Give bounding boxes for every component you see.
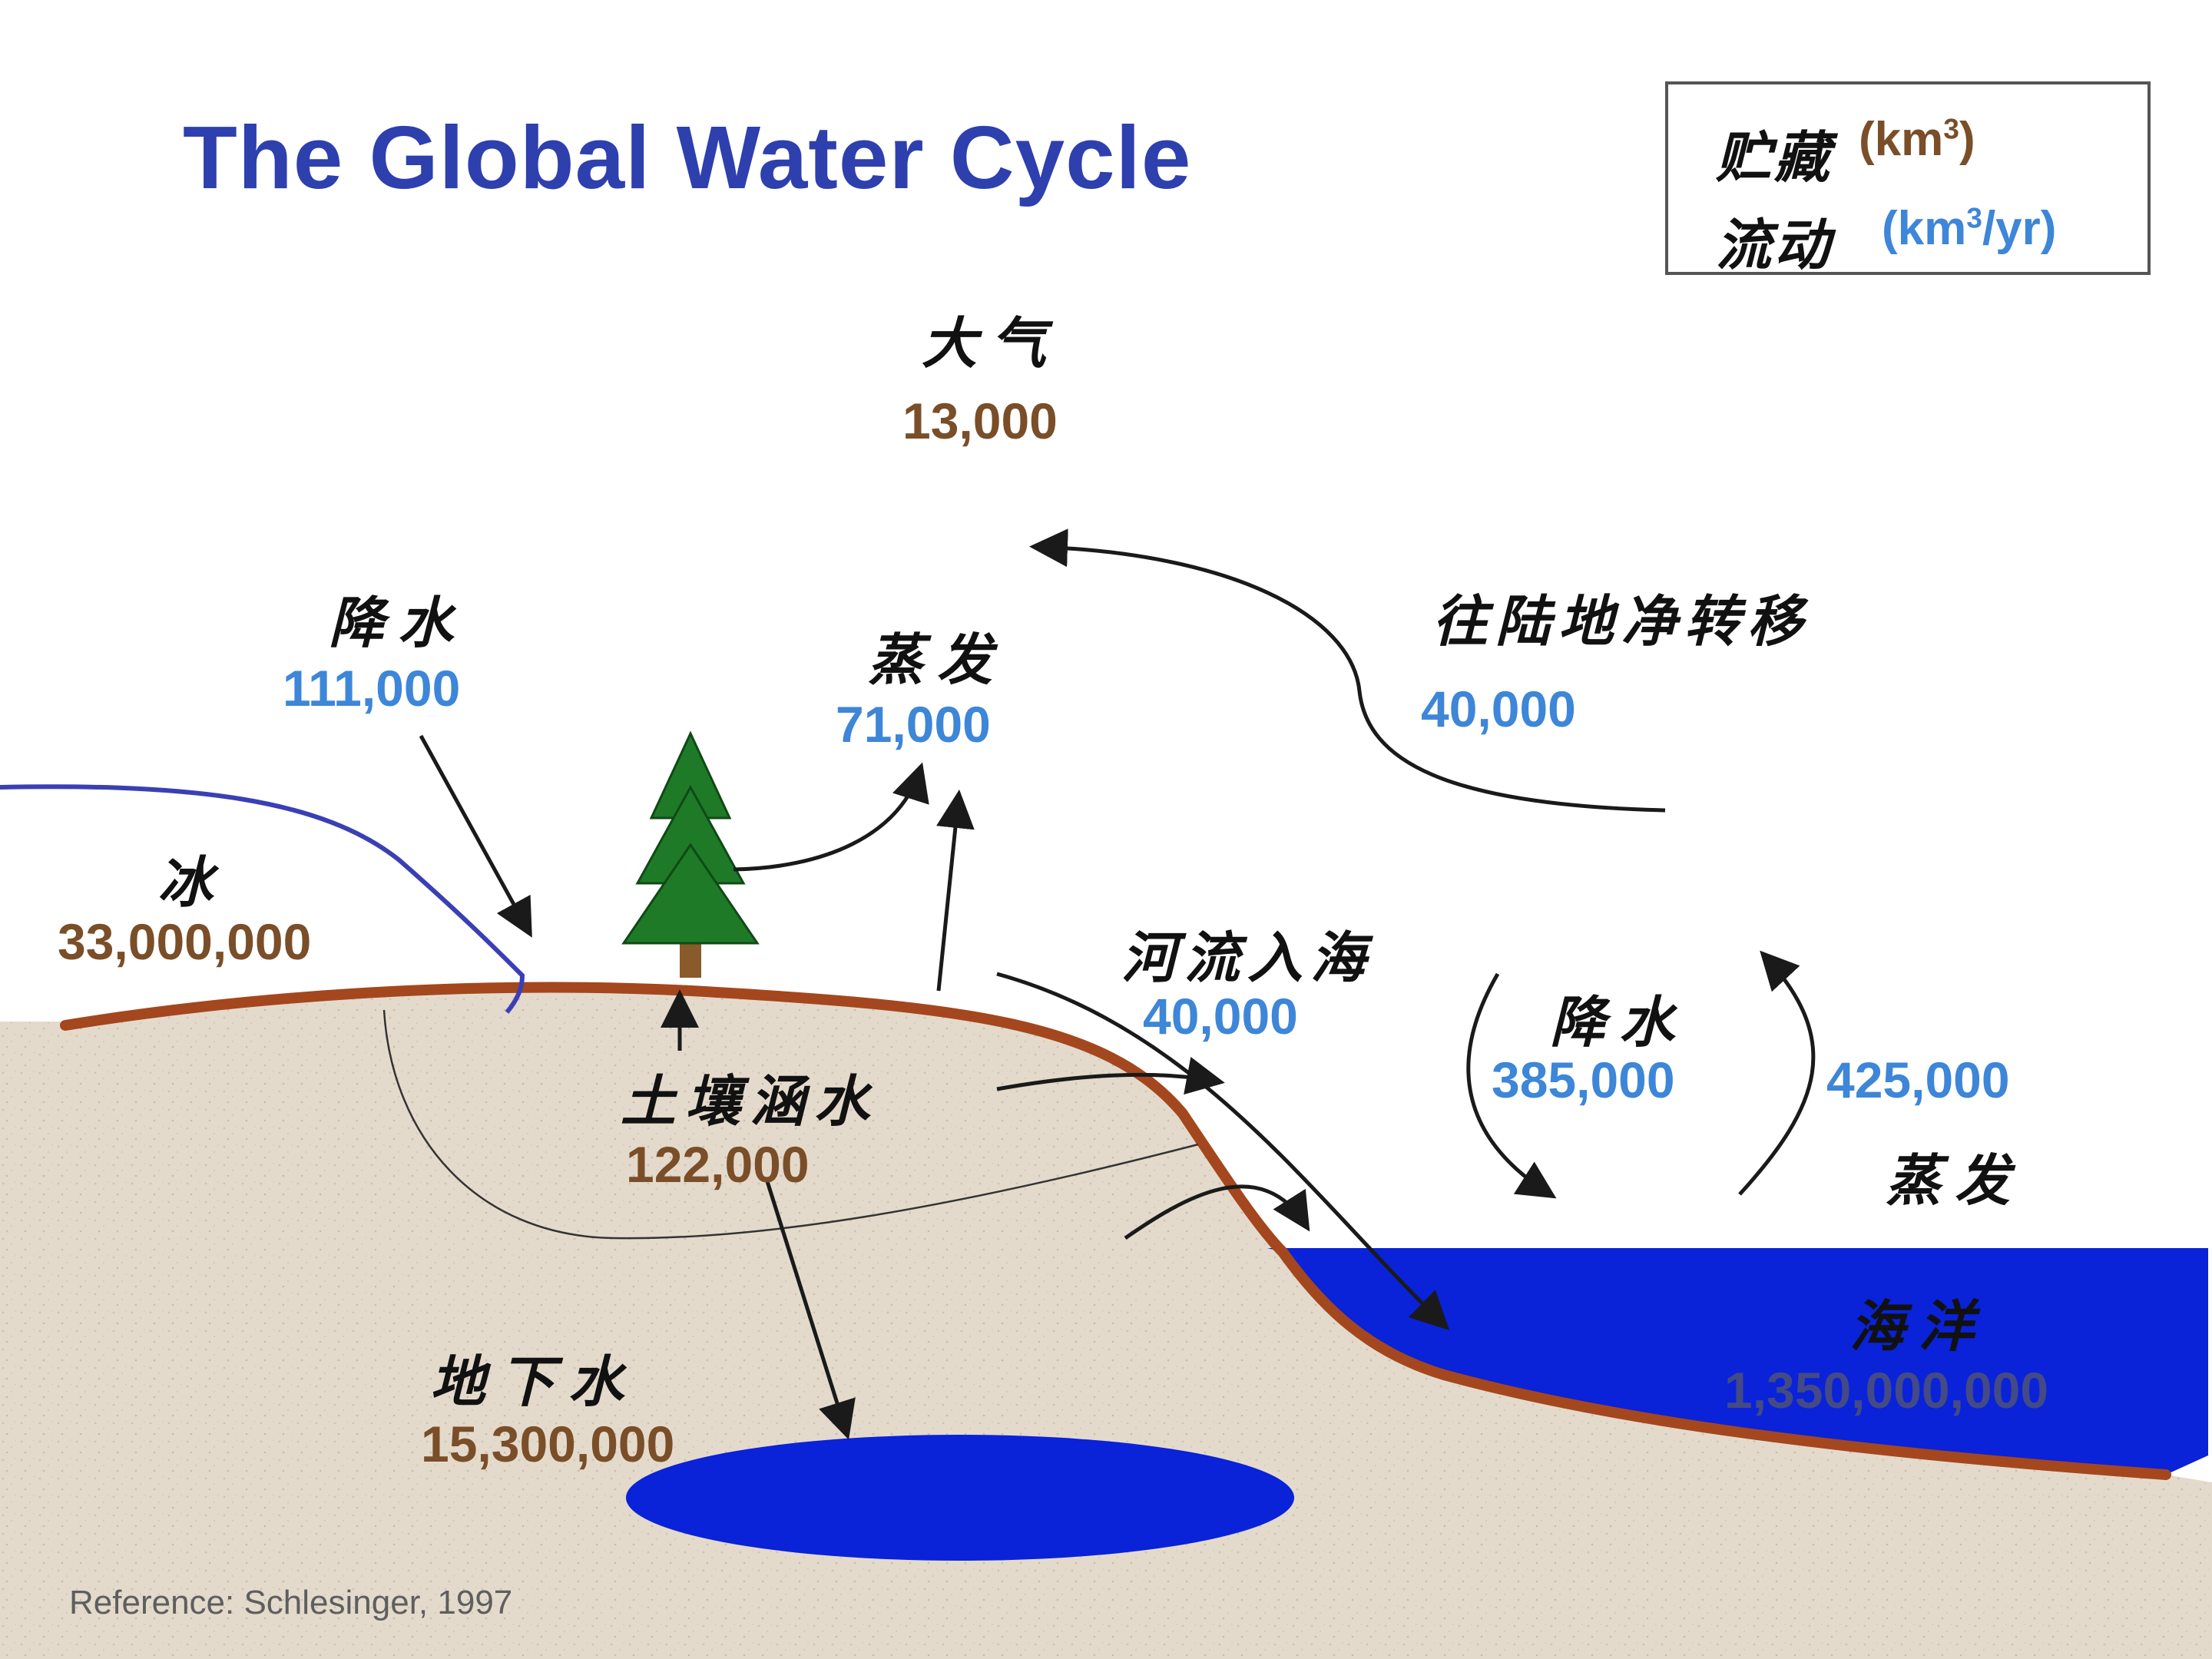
ocean-precipitation-label: 降水 xyxy=(1550,989,1689,1055)
ocean-evaporation-arrow xyxy=(1738,950,1816,1196)
ocean-label: 海洋 xyxy=(1849,1293,1988,1359)
groundwater-value: 15,300,000 xyxy=(421,1416,675,1472)
river-to-ocean-arrow xyxy=(996,972,1450,1330)
atmosphere-value: 13,000 xyxy=(902,392,1058,449)
soil-water-label: 土壤涵水 xyxy=(621,1068,879,1134)
ocean-evaporation-value: 425,000 xyxy=(1826,1051,2010,1108)
soil-surface-line xyxy=(60,982,2171,1480)
subsurface-flow-arrow xyxy=(1124,1184,1310,1240)
tree-icon xyxy=(621,730,760,978)
land-precipitation-value: 111,000 xyxy=(283,660,461,717)
atmosphere-label: 大气 xyxy=(922,310,1061,376)
river-to-ocean-value: 40,000 xyxy=(1143,988,1298,1045)
legend-storage-label: 贮藏 xyxy=(1716,124,1833,190)
page-title: The Global Water Cycle xyxy=(183,108,1192,207)
legend-flux-label: 流动 xyxy=(1716,212,1833,277)
ocean-precipitation-arrow xyxy=(1466,972,1557,1199)
river-to-ocean-label: 河流入海 xyxy=(1121,925,1374,990)
groundwater-lens xyxy=(626,1435,1294,1561)
groundwater-label: 地下水 xyxy=(430,1349,638,1414)
ice-value: 33,000,000 xyxy=(58,913,312,970)
legend-flux-unit: (km3/yr) xyxy=(1882,201,2057,255)
legend: 贮藏 (km3) 流动 (km3/yr) xyxy=(1665,81,2151,277)
reference-citation: Reference: Schlesinger, 1997 xyxy=(69,1584,513,1621)
net-transport-value: 40,000 xyxy=(1421,680,1576,737)
ground xyxy=(0,987,2212,1659)
ocean-body xyxy=(1267,1248,2208,1475)
ocean-evaporation-label: 蒸发 xyxy=(1886,1147,2025,1213)
ocean-precipitation-value: 385,000 xyxy=(1492,1051,1675,1108)
legend-storage-unit: (km3) xyxy=(1859,112,1975,166)
land-precipitation-label: 降水 xyxy=(329,590,468,655)
land-evaporation-arrow xyxy=(936,790,975,992)
ice-sheet-outline xyxy=(0,784,525,1014)
land-precipitation-arrow xyxy=(419,734,532,938)
soil-to-groundwater-arrow xyxy=(764,1178,856,1440)
ocean-value: 1,350,000,000 xyxy=(1724,1362,2049,1419)
soil-water-value: 122,000 xyxy=(626,1136,810,1193)
land-evaporation-value: 71,000 xyxy=(836,696,991,753)
soil-to-river-arrow xyxy=(996,1057,1225,1095)
net-transport-label: 往陆地净转移 xyxy=(1432,588,1811,654)
soil-water-boundary xyxy=(382,1009,1199,1240)
land-evaporation-label: 蒸发 xyxy=(868,627,1007,692)
ice-label: 冰 xyxy=(157,849,227,915)
net-transport-arrow xyxy=(1029,528,1666,813)
tree-evaporation-arrow xyxy=(733,762,929,872)
